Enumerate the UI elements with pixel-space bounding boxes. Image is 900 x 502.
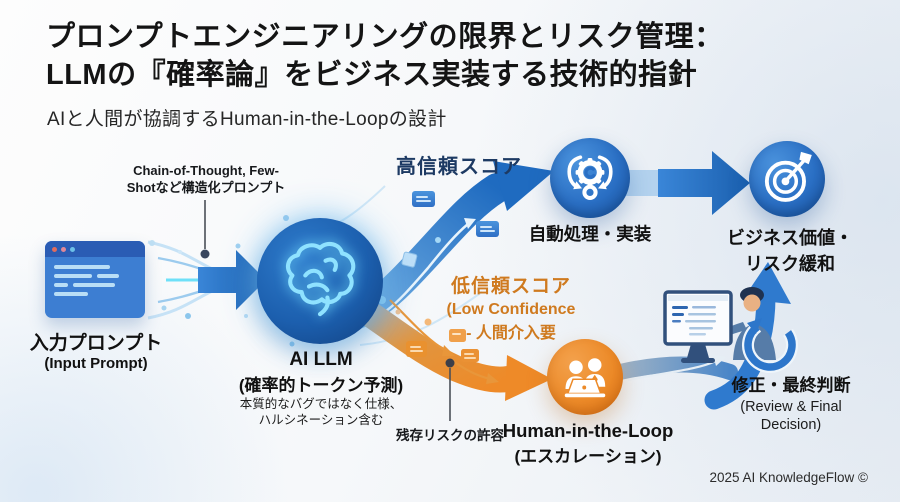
business-value-label: ビジネス価値・ リスク緩和 bbox=[700, 224, 880, 276]
review-label: 修正・最終判断 (Review & Final Decision) bbox=[712, 371, 870, 434]
llm-note-line2: ハルシネーション含む bbox=[258, 413, 384, 427]
prompt-annotation-line1: Chain-of-Thought, Few- bbox=[133, 163, 279, 178]
input-label-en: (Input Prompt) bbox=[44, 355, 148, 372]
prompt-annotation-line2: Shotなど構造化プロンプト bbox=[126, 180, 286, 195]
llm-note-line1: 本質的なバグではなく仕様、 bbox=[239, 397, 403, 411]
thin-arrowhead bbox=[713, 355, 726, 366]
hitl-label-ja: (エスカレーション) bbox=[514, 447, 662, 466]
prompt-annotation-connector bbox=[200, 200, 210, 259]
hitl-label-en: Human-in-the-Loop bbox=[502, 420, 674, 441]
hitl-node bbox=[547, 339, 623, 415]
document-chip-icon bbox=[461, 349, 479, 362]
high-confidence-label: 高信頼スコア bbox=[396, 156, 522, 178]
title-line1: プロンプトエンジニアリングの限界とリスク管理： bbox=[46, 21, 724, 53]
residual-risk-label: 残存リスクの許容 bbox=[396, 428, 504, 443]
auto-process-label: 自動処理・実装 bbox=[528, 224, 652, 244]
page-subtitle: AIと人間が協調するHuman-in-the-Loopの設計 bbox=[47, 109, 447, 130]
review-label-en2: Decision) bbox=[760, 417, 822, 433]
review-label-ja: 修正・最終判断 bbox=[731, 376, 851, 395]
browser-content bbox=[45, 257, 145, 296]
hitl-review-thin-arrow bbox=[627, 359, 717, 382]
low-confidence-line1: 低信頼スコア bbox=[450, 276, 571, 297]
browser-titlebar bbox=[45, 241, 145, 257]
window-dot-blue bbox=[70, 246, 75, 252]
browser-window-icon bbox=[45, 241, 145, 318]
page-title: プロンプトエンジニアリングの限界とリスク管理： LLMの『確率論』をビジネス実装… bbox=[46, 18, 876, 94]
document-chip-icon bbox=[412, 191, 435, 207]
input-arrow bbox=[198, 250, 266, 310]
document-chip-icon bbox=[449, 329, 466, 342]
window-dot-red bbox=[52, 246, 57, 252]
gear-target-band bbox=[622, 170, 668, 196]
credit-text: 2025 AI KnowledgeFlow © bbox=[709, 470, 868, 485]
llm-note: 本質的なバグではなく仕様、 ハルシネーション含む bbox=[218, 396, 424, 428]
hitl-label: Human-in-the-Loop (エスカレーション) bbox=[490, 420, 686, 467]
low-confidence-line2: (Low Confidence bbox=[446, 301, 576, 318]
business-value-node bbox=[749, 141, 825, 217]
brain-icon bbox=[285, 241, 356, 317]
loop-arrow-icon bbox=[742, 317, 798, 373]
llm-label-title: AI LLM bbox=[289, 349, 353, 370]
window-dot-pink bbox=[61, 246, 66, 252]
people-laptop-icon bbox=[564, 358, 606, 398]
document-chip-icon bbox=[406, 341, 427, 357]
hitl-review-band bbox=[612, 356, 738, 380]
low-confidence-label: 低信頼スコア (Low Confidence - 人間介入要 bbox=[428, 271, 594, 343]
business-value-line1: ビジネス価値・ bbox=[727, 228, 853, 248]
title-line2: LLMの『確率論』をビジネス実装する技術的指針 bbox=[46, 59, 698, 91]
prompt-annotation: Chain-of-Thought, Few- Shotなど構造化プロンプト bbox=[100, 162, 312, 196]
business-value-line2: リスク緩和 bbox=[745, 254, 835, 274]
low-confidence-line3: - 人間介入要 bbox=[466, 325, 556, 342]
gear-target-arrow bbox=[658, 151, 750, 215]
auto-process-node bbox=[550, 138, 630, 218]
llm-node bbox=[257, 218, 383, 344]
document-chip-icon bbox=[476, 221, 499, 237]
target-icon bbox=[764, 151, 812, 202]
input-label-ja: 入力プロンプト bbox=[29, 333, 163, 354]
review-label-en1: (Review & Final bbox=[740, 399, 842, 415]
gear-automation-icon bbox=[567, 155, 613, 200]
residual-risk-connector bbox=[445, 358, 455, 421]
input-label: 入力プロンプト (Input Prompt) bbox=[10, 328, 182, 372]
llm-label-sub: (確率的トークン予測) bbox=[238, 376, 404, 395]
llm-label: AI LLM (確率的トークン予測) bbox=[228, 349, 414, 396]
